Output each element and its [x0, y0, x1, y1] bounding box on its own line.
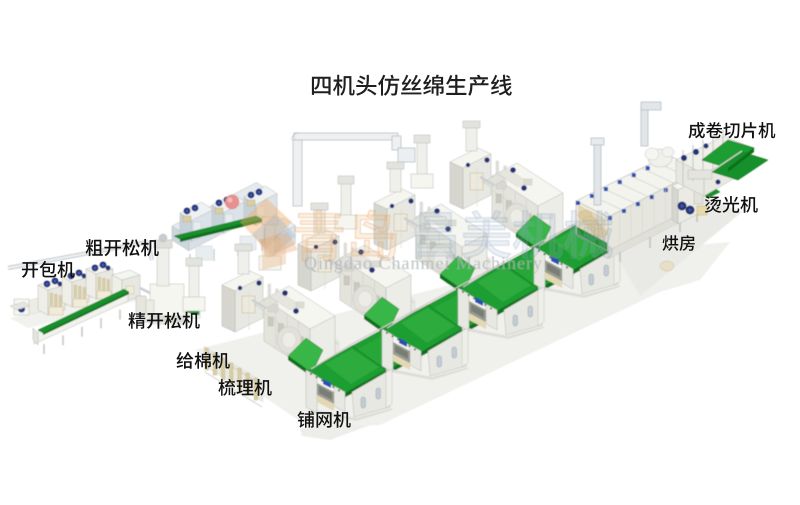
svg-text:Qingdao Chanmei Machinery: Qingdao Chanmei Machinery	[304, 253, 543, 273]
